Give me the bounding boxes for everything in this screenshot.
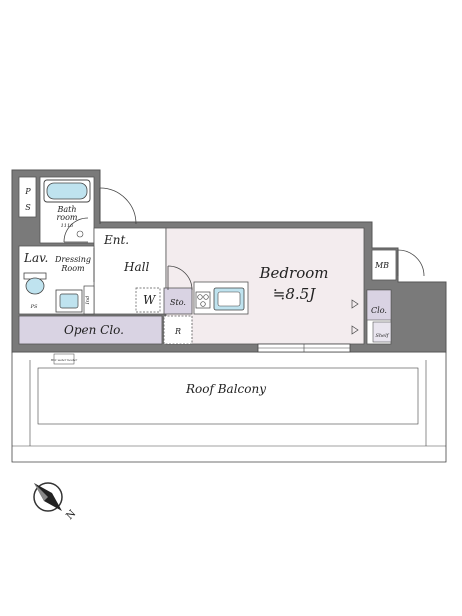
- shower-drain: [76, 230, 84, 238]
- bath-size: 1116: [61, 223, 75, 229]
- north-compass: N: [33, 482, 78, 522]
- meter-box-label: MB: [374, 261, 389, 270]
- dressing-label-line2: Room: [60, 264, 85, 273]
- refrigerator-label: R: [174, 327, 181, 336]
- pipe-space-p: P: [24, 187, 31, 196]
- roof-balcony: [11, 352, 447, 463]
- bath-label-line2: room: [56, 213, 77, 222]
- bath-label-line1: Bath: [56, 205, 76, 214]
- wash-basin: [55, 289, 83, 313]
- compass-north-label: N: [64, 508, 78, 522]
- bedroom-size: ≒8.5J: [273, 285, 316, 303]
- stove: [195, 291, 211, 309]
- closet-label: Clo.: [371, 306, 387, 315]
- toilet: [23, 272, 47, 295]
- entrance-label: Ent.: [103, 233, 129, 247]
- compass-ring: [33, 482, 63, 512]
- pipe-space-s: S: [25, 203, 31, 212]
- fixtures: [23, 179, 245, 315]
- bath-door-swing: [63, 217, 89, 243]
- bedroom-label: Bedroom: [259, 264, 329, 282]
- ps-label: PS: [30, 304, 38, 310]
- balcony-note: Hot water heater: [50, 358, 78, 362]
- kitchen-sink: [213, 287, 245, 311]
- wardrobe-outline: [135, 287, 161, 313]
- room-labels: Bedroom ≒8.5J Bath room 1116 Lav. Dressi…: [23, 187, 390, 396]
- washer-pan-label: Ind: [85, 296, 91, 305]
- washer-pan: [83, 285, 95, 315]
- roof-balcony-label: Roof Balcony: [185, 382, 266, 396]
- entrance-door-swing: [99, 187, 137, 225]
- bathtub: [43, 179, 91, 203]
- hall-label: Hall: [123, 260, 149, 274]
- bedroom-door-swing: [167, 265, 193, 291]
- lav-label: Lav.: [23, 251, 48, 265]
- balcony-windows: [257, 299, 359, 353]
- shelf-label: Shelf: [375, 333, 389, 339]
- dressing-label-line1: Dressing: [54, 255, 91, 264]
- wardrobe-label: W: [143, 293, 157, 307]
- open-closet-label: Open Clo.: [64, 323, 124, 337]
- storage-label: Sto.: [170, 298, 186, 307]
- doors: [63, 187, 425, 291]
